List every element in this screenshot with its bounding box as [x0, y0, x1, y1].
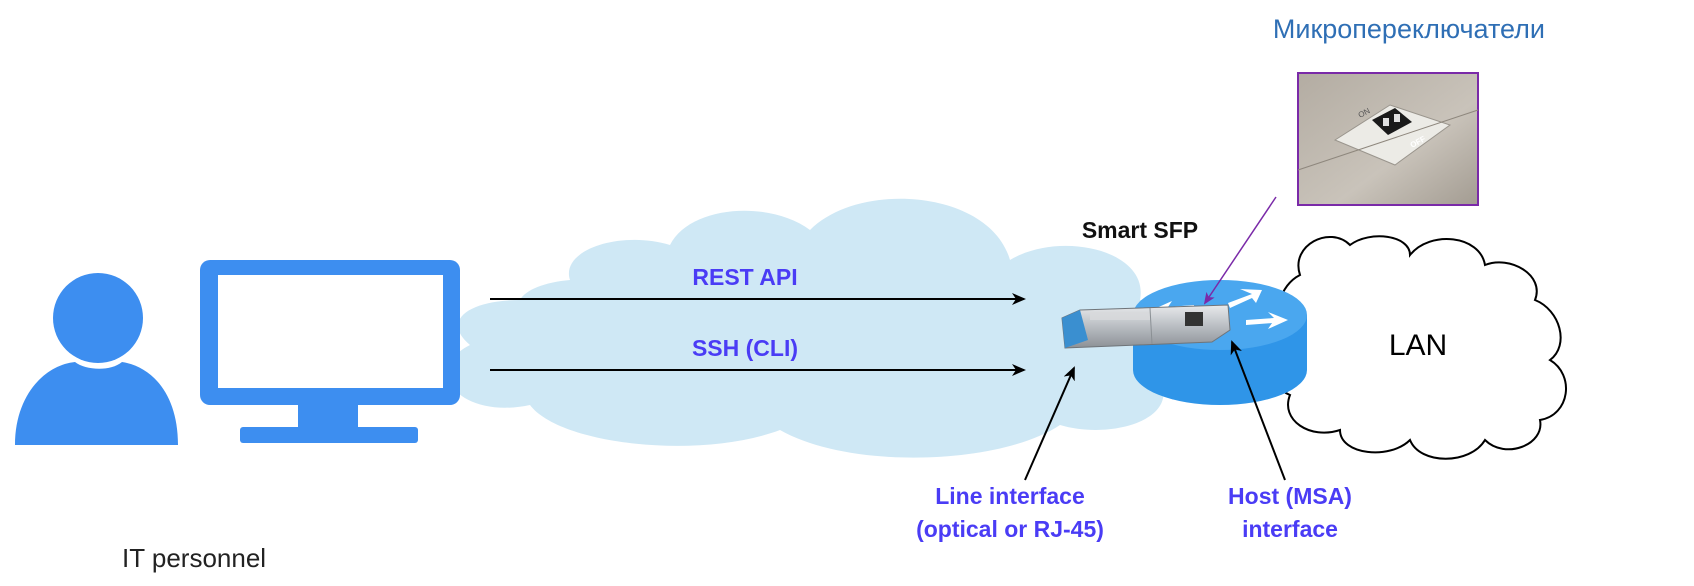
sfp-module-icon	[1061, 304, 1231, 349]
lan-label: LAN	[1389, 329, 1447, 362]
callout-line	[1203, 196, 1277, 305]
line-interface-arrow	[1024, 366, 1075, 481]
host-interface-label-2: interface	[1242, 516, 1338, 542]
dip-switch-photo: ON OFF	[1297, 72, 1479, 206]
monitor-icon	[200, 260, 460, 443]
lan-cloud: LAN	[1270, 235, 1567, 460]
rest-api-label: REST API	[692, 264, 797, 290]
line-interface-label-1: Line interface	[935, 483, 1085, 509]
person-icon	[15, 273, 178, 445]
host-interface-arrow	[1230, 340, 1286, 481]
network-cloud	[447, 198, 1193, 458]
line-interface-label-2: (optical or RJ-45)	[916, 516, 1104, 542]
smart-sfp-label: Smart SFP	[1082, 217, 1198, 243]
it-personnel-label: IT personnel	[122, 543, 266, 573]
micro-switches-label: Микропереключатели	[1273, 14, 1545, 44]
host-interface-label-1: Host (MSA)	[1228, 483, 1352, 509]
ssh-cli-label: SSH (CLI)	[692, 335, 798, 361]
